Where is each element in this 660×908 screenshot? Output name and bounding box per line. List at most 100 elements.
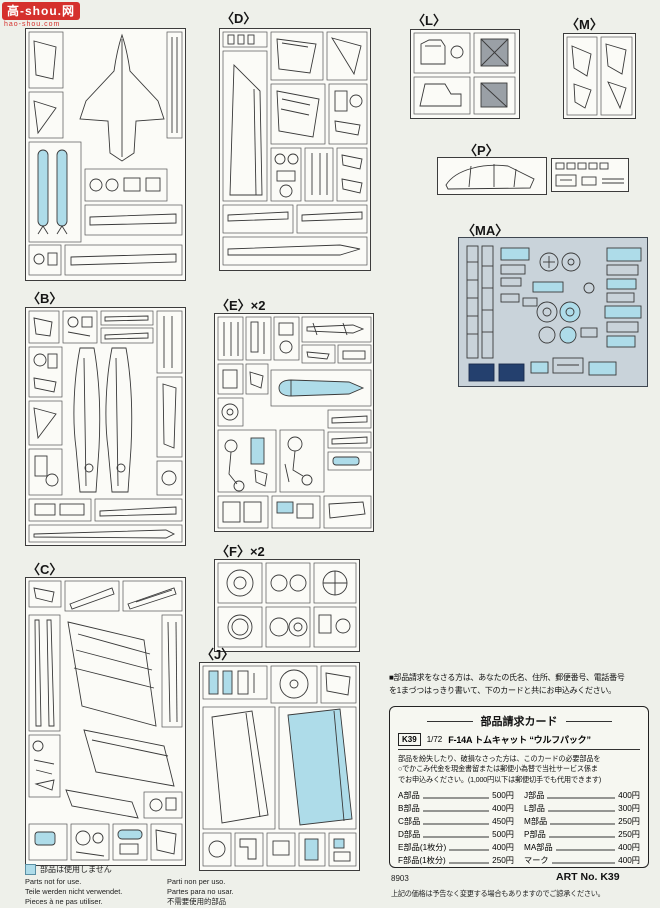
part-price: 400円	[492, 804, 514, 814]
part-price: 400円	[618, 791, 640, 801]
cockpit-tub-part	[480, 38, 509, 67]
wheel-hub-etch-parts	[536, 301, 581, 344]
tail-fin-part	[211, 710, 269, 824]
p-detail-box	[551, 158, 629, 192]
part-price: 250円	[618, 817, 640, 827]
boarding-ladder-parts	[466, 245, 494, 359]
part-name: マーク	[524, 856, 549, 866]
legend-line-en: Parts not for use.	[25, 877, 82, 886]
part-price: 500円	[492, 830, 514, 840]
price-row: C部品 450円	[398, 816, 514, 827]
price-change-note: 上記の価格は予告なく変更する場合もありますのでご諒承ください。	[391, 889, 605, 898]
sprue-l-illustration	[413, 32, 516, 115]
card-title-row: 部品請求カード	[398, 713, 640, 729]
legend-columns: Parts not for use. Teile werden nicht ve…	[25, 877, 325, 907]
sprue-p-box	[437, 157, 547, 195]
section-label-f: 〈F〉×2	[216, 544, 265, 559]
canopy-part	[445, 164, 535, 190]
part-name: A部品	[398, 791, 420, 801]
print-code: 8903	[391, 874, 409, 883]
kit-name: F-14A トムキャット “ウルフパック”	[448, 735, 591, 745]
part-price: 300円	[618, 804, 640, 814]
price-leader	[550, 823, 616, 825]
price-row: D部品 500円	[398, 829, 514, 840]
section-label-j: 〈J〉	[201, 647, 235, 662]
card-title: 部品請求カード	[480, 716, 558, 728]
unused-part-c	[34, 831, 56, 846]
afterburner-ring-part	[322, 570, 348, 596]
legend-line-es: Partes para no usar.	[167, 886, 234, 896]
notice-line-2: を1まづつはっきり書いて、下のカードと共にお申込みください。	[389, 685, 616, 695]
watermark: 高-shou.网 hao-shou.com	[2, 2, 80, 29]
sprue-a-illustration	[28, 31, 183, 276]
part-name: D部品	[398, 830, 421, 840]
section-label-b: 〈B〉	[27, 291, 63, 306]
notice-line-1: ■部品請求をなさる方は、あなたの氏名、住所、郵便番号、電話番号	[389, 673, 625, 682]
price-leader	[547, 810, 616, 812]
price-leader	[547, 797, 616, 799]
etch-fret-ma-illustration	[466, 245, 642, 382]
sprue-m-illustration	[566, 36, 633, 116]
art-number: ART No. K39	[556, 871, 620, 883]
sprue-f-box	[214, 559, 360, 652]
part-name: E部品(1枚分)	[398, 843, 447, 853]
price-leader	[449, 849, 490, 851]
sprue-a-box	[25, 28, 186, 281]
legend-line-fr: Pieces à ne pas utiliser.	[25, 896, 103, 906]
price-row: F部品(1枚分) 250円	[398, 855, 514, 866]
sprue-e-box	[214, 313, 374, 532]
watermark-badge: 高-shou.网	[2, 2, 80, 20]
sprue-b-illustration	[28, 310, 183, 543]
sprue-d-box	[219, 28, 371, 271]
sprue-d-illustration	[222, 31, 368, 266]
price-leader	[422, 797, 490, 799]
highlighted-etch-part	[500, 247, 530, 261]
card-body-line-1: 部品を紛失したり、破損なさった方は、このカードの必要部品を	[398, 754, 601, 763]
price-row: P部品 250円	[524, 829, 640, 840]
legend-column-left: Parts not for use. Teile werden nicht ve…	[25, 877, 167, 907]
part-name: F部品(1枚分)	[398, 856, 446, 866]
vertical-fin-part	[229, 63, 263, 196]
price-leader	[422, 810, 490, 812]
title-rule-right	[565, 720, 612, 722]
section-label-m: 〈M〉	[566, 17, 603, 32]
kit-info-row: K39 1/72 F-14A トムキャット “ウルフパック”	[398, 733, 640, 750]
part-price: 450円	[492, 817, 514, 827]
upper-fuselage-part	[79, 33, 165, 162]
part-price: 500円	[492, 791, 514, 801]
legend-line-it: Parti non per uso.	[167, 877, 226, 886]
lower-fuselage-halves	[73, 347, 133, 493]
section-label-l: 〈L〉	[412, 13, 446, 28]
sprue-p-illustration	[445, 164, 535, 190]
stabilizer-part	[65, 789, 139, 819]
part-price: 250円	[618, 830, 640, 840]
part-price: 400円	[492, 843, 514, 853]
section-label-ma: 〈MA〉	[462, 223, 509, 238]
ejection-seat-part	[420, 39, 446, 65]
legend-jp-text: 部品は使用しません	[40, 865, 112, 874]
highlight-color-swatch	[25, 864, 36, 875]
part-name: L部品	[524, 804, 545, 814]
sprue-e-illustration	[217, 316, 372, 529]
unused-missile-parts	[37, 149, 68, 235]
price-row: L部品 300円	[524, 803, 640, 814]
price-leader	[551, 862, 616, 864]
sprue-l-box	[410, 29, 520, 119]
unused-parts-legend: 部品は使用しません Parts not for use. Teile werde…	[25, 864, 325, 907]
part-name: C部品	[398, 817, 421, 827]
part-name: P部品	[524, 830, 546, 840]
sprue-c-illustration	[28, 580, 183, 861]
part-price: 250円	[492, 856, 514, 866]
etch-fret-ma	[458, 237, 648, 387]
price-leader	[448, 862, 490, 864]
price-leader	[555, 849, 616, 851]
sprue-c-box	[25, 577, 186, 866]
sprue-f-illustration	[217, 562, 357, 648]
